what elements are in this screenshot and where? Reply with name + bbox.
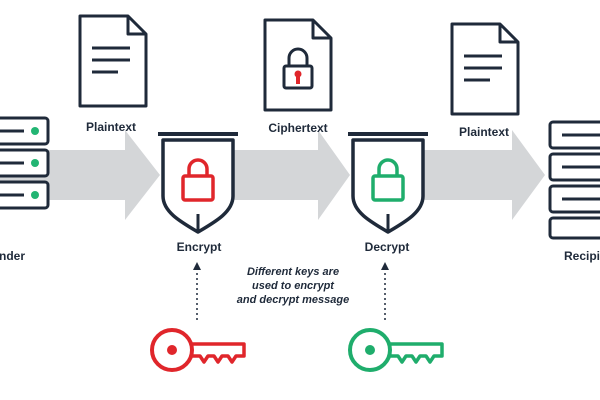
recipient-server-icon bbox=[548, 120, 600, 240]
flow-arrows bbox=[0, 130, 545, 220]
arrow-encrypt-to-decrypt bbox=[228, 130, 350, 220]
sender-label: nder bbox=[0, 249, 26, 263]
encrypt-label: Encrypt bbox=[176, 240, 222, 254]
ciphertext-document-icon bbox=[263, 18, 333, 112]
decryption-key-icon bbox=[348, 328, 444, 372]
sender-server-icon bbox=[0, 116, 50, 210]
note-line-2: used to encrypt bbox=[252, 280, 334, 292]
decrypt-padlock-icon bbox=[371, 158, 405, 202]
encrypt-shield-icon bbox=[158, 132, 238, 234]
ciphertext-label: Ciphertext bbox=[268, 121, 328, 135]
plaintext-output-label: Plaintext bbox=[458, 125, 510, 139]
arrow-decrypt-to-recipient bbox=[418, 130, 545, 220]
different-keys-note: Different keys are used to encrypt and d… bbox=[218, 265, 368, 307]
decrypt-shield-icon bbox=[348, 132, 428, 234]
encrypt-padlock-icon bbox=[181, 158, 215, 202]
note-line-1: Different keys are bbox=[246, 266, 340, 278]
decrypt-label: Decrypt bbox=[364, 240, 410, 254]
key-connectors bbox=[193, 262, 389, 322]
plaintext-output-document-icon bbox=[450, 22, 520, 116]
encryption-key-icon bbox=[150, 328, 246, 372]
plaintext-input-label: Plaintext bbox=[85, 120, 137, 134]
recipient-label: Recipi bbox=[563, 249, 600, 263]
plaintext-document-icon bbox=[78, 14, 148, 108]
note-line-3: and decrypt message bbox=[236, 294, 350, 306]
